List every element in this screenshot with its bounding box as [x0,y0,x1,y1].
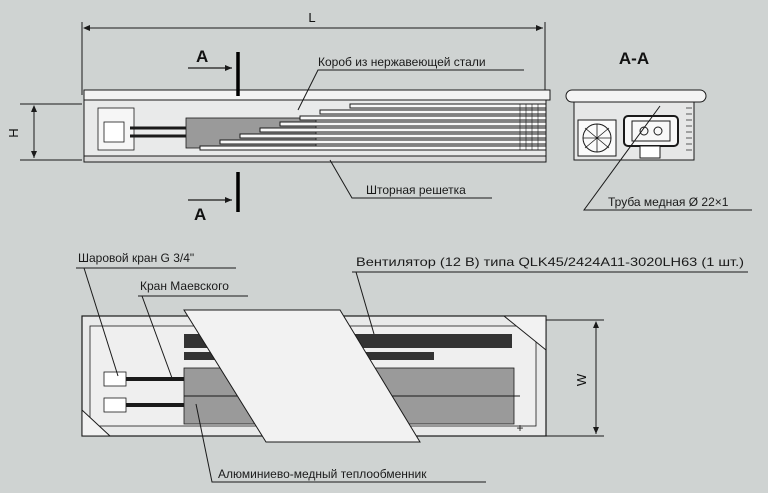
label-stainless-box: Короб из нержавеющей стали [318,55,486,69]
dim-label-l: L [308,10,315,25]
leader-ball-valve [83,267,119,377]
side-view: L H [6,10,551,224]
ball-valve-2 [103,397,127,413]
cutaway-band [183,309,421,443]
leader-heat-exchanger [195,403,486,483]
label-mayevsky: Кран Маевского [140,279,229,293]
corner-right [502,315,547,352]
ball-valve-1 [103,371,127,387]
pipe-section-1 [639,126,649,136]
valve-body-side [103,121,125,143]
dim-label-w: W [574,373,589,386]
label-copper-pipe: Труба медная Ø 22×1 [608,195,729,209]
leader-stainless-box [297,69,524,111]
section-letter-bottom: A [194,205,206,224]
box-bottom [83,155,547,163]
leader-mayevsky [141,295,173,379]
label-roll-grille: Шторная решетка [366,183,466,197]
box-top-lip [83,89,551,101]
leader-copper-pipe [583,105,752,211]
pipe-section-2 [653,126,663,136]
exchanger-foot [639,145,661,159]
dim-label-h: H [6,128,21,137]
roll-grille-slats [199,103,547,151]
label-fan: Вентилятор (12 В) типа QLK45/2424A11-302… [356,255,744,269]
leader-roll-grille [329,159,492,199]
section-ticks [686,107,692,151]
section-top-lip [565,89,707,103]
leader-fan [355,271,375,335]
section-view: A-A Труба медная Ø 22×1 [565,49,752,211]
exchanger-core [631,120,671,142]
label-ball-valve: Шаровой кран G 3/4" [78,251,194,265]
section-title: A-A [619,49,649,68]
label-heat-exchanger: Алюминиево-медный теплообменник [218,467,427,481]
fan-blades [583,124,611,152]
slat-ticks [519,104,539,150]
plus-mark: + [516,421,523,435]
corner-left [81,408,112,437]
plan-view: W + Шаровой кран G 3/4" Кран Маевского В [76,251,748,483]
section-letter-top: A [196,47,208,66]
